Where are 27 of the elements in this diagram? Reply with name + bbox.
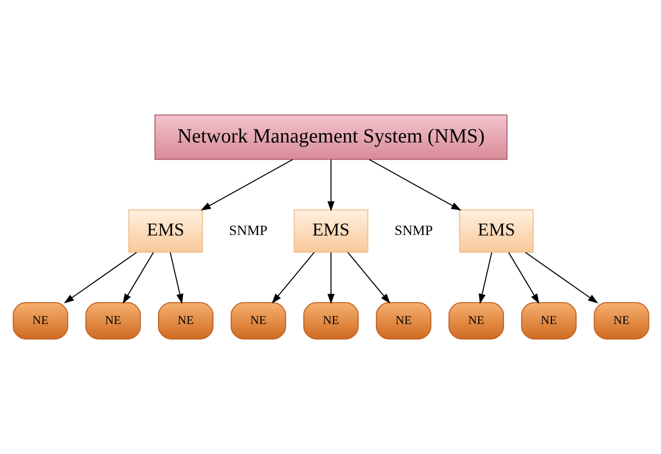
arrow xyxy=(271,252,314,304)
arrow xyxy=(508,252,539,304)
arrow xyxy=(368,159,461,211)
label: SNMP xyxy=(228,222,268,239)
node-box: EMS xyxy=(128,209,202,253)
arrow xyxy=(122,252,154,304)
node-box: NE xyxy=(84,302,140,340)
arrow xyxy=(63,252,136,304)
node-box: NE xyxy=(12,302,68,340)
node-box: NE xyxy=(520,302,576,340)
arrow xyxy=(346,252,390,304)
node-box: NE xyxy=(448,302,504,340)
arrow xyxy=(326,160,334,212)
node-box: NE xyxy=(158,302,213,340)
node-box: NE xyxy=(375,302,431,340)
arrow xyxy=(524,252,598,304)
arrow xyxy=(200,159,292,211)
node-box: EMS xyxy=(458,209,534,253)
arrow xyxy=(169,252,183,304)
arrow xyxy=(326,252,334,304)
arrow xyxy=(478,252,492,304)
node-box: NE xyxy=(593,302,649,340)
node-box: EMS xyxy=(293,209,368,253)
node-box: NE xyxy=(230,302,286,340)
node-box: NE xyxy=(302,302,358,340)
node-box: Network Management System (NMS) xyxy=(154,114,508,160)
label: SNMP xyxy=(394,222,432,239)
